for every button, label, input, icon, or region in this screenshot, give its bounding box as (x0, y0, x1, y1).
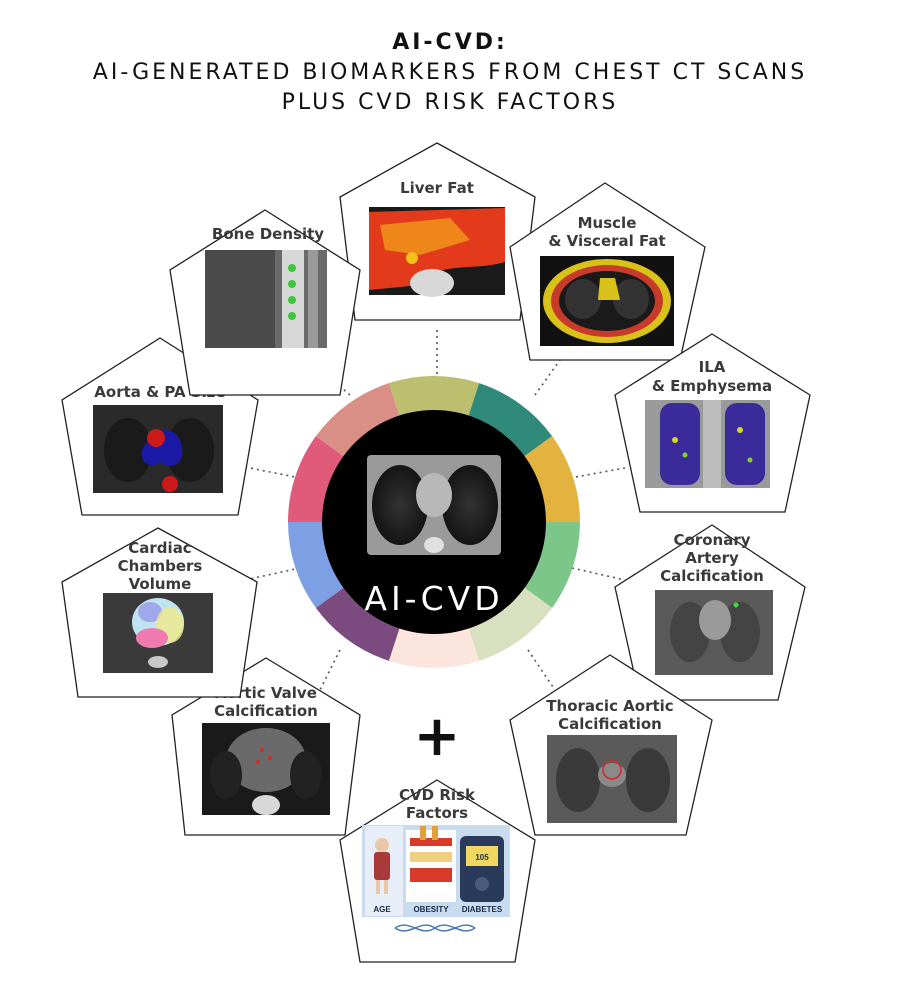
ila-label-2: & Emphysema (652, 377, 772, 395)
ring-segment (524, 522, 580, 608)
hub-ct-image (367, 455, 501, 555)
page-title: AI-CVD: AI-GENERATED BIOMARKERS FROM CHE… (0, 28, 900, 118)
chambers-label-3: Volume (129, 575, 192, 593)
avc-image (202, 723, 330, 815)
title-line-1: AI-CVD: (392, 30, 508, 55)
ring-segment (315, 383, 400, 457)
panel-tac: Thoracic Aortic Calcification (509, 654, 713, 836)
ring-segment (468, 587, 553, 661)
panel-muscle-fat: Muscle & Visceral Fat (509, 182, 706, 361)
ring-segment (288, 522, 344, 608)
muscle-fat-image (540, 256, 674, 346)
ring-segment (315, 587, 400, 661)
risk-age-label: AGE (373, 905, 391, 914)
glucose-meter-icon (460, 836, 504, 902)
ring-segment (388, 376, 480, 416)
chambers-label-1: Cardiac (128, 539, 191, 557)
tac-image (547, 735, 677, 823)
panel-risk-factors: CVD Risk Factors 105 AGE OBESITY DIABETE… (339, 779, 536, 963)
cac-label-2: Artery (685, 549, 739, 567)
chambers-image (103, 593, 213, 673)
plus-sign: + (414, 704, 461, 769)
muscle-fat-label-1: Muscle (578, 214, 637, 232)
ring-segment (288, 436, 344, 522)
tac-label-2: Calcification (558, 715, 662, 733)
panel-chambers: Cardiac Chambers Volume (61, 527, 258, 698)
ring-segment (468, 383, 553, 457)
dna-icon (394, 924, 476, 932)
liver-fat-image (369, 207, 505, 297)
risk-obesity-label: OBESITY (413, 905, 449, 914)
panel-avc: Aortic Valve Calcification (171, 657, 361, 836)
panel-bone-density: Bone Density (169, 209, 361, 396)
risk-label-2: Factors (406, 804, 468, 822)
ring-segment (524, 436, 580, 522)
ring-segment (388, 628, 480, 668)
panel-ila: ILA & Emphysema (614, 333, 811, 513)
aorta-pa-image (93, 405, 223, 493)
hub-label: AI-CVD (364, 579, 503, 618)
risk-diabetes-label: DIABETES (462, 905, 503, 914)
title-line-2: AI-GENERATED BIOMARKERS FROM CHEST CT SC… (92, 60, 808, 85)
risk-label-1: CVD Risk (399, 786, 476, 804)
liver-fat-label: Liver Fat (400, 179, 474, 197)
muscle-fat-label-2: & Visceral Fat (548, 232, 665, 250)
cac-image (655, 590, 773, 675)
title-line-3: PLUS CVD RISK FACTORS (281, 90, 619, 115)
bone-density-image (205, 250, 327, 348)
cac-label-3: Calcification (660, 567, 764, 585)
panel-liver-fat: Liver Fat (339, 142, 536, 321)
bone-density-label: Bone Density (212, 225, 324, 243)
ila-image (645, 400, 770, 488)
ila-label-1: ILA (699, 358, 726, 376)
cac-label-1: Coronary (674, 531, 751, 549)
avc-label-2: Calcification (214, 702, 318, 720)
ring (288, 376, 580, 668)
risk-factors-image: 105 AGE OBESITY DIABETES (362, 825, 510, 932)
elderly-person-icon (375, 838, 389, 852)
tac-label-1: Thoracic Aortic (546, 697, 673, 715)
panel-cac: Coronary Artery Calcification (614, 524, 806, 701)
chambers-label-2: Chambers (118, 557, 203, 575)
glucose-reading: 105 (475, 853, 489, 862)
hub: AI-CVD (322, 410, 546, 634)
